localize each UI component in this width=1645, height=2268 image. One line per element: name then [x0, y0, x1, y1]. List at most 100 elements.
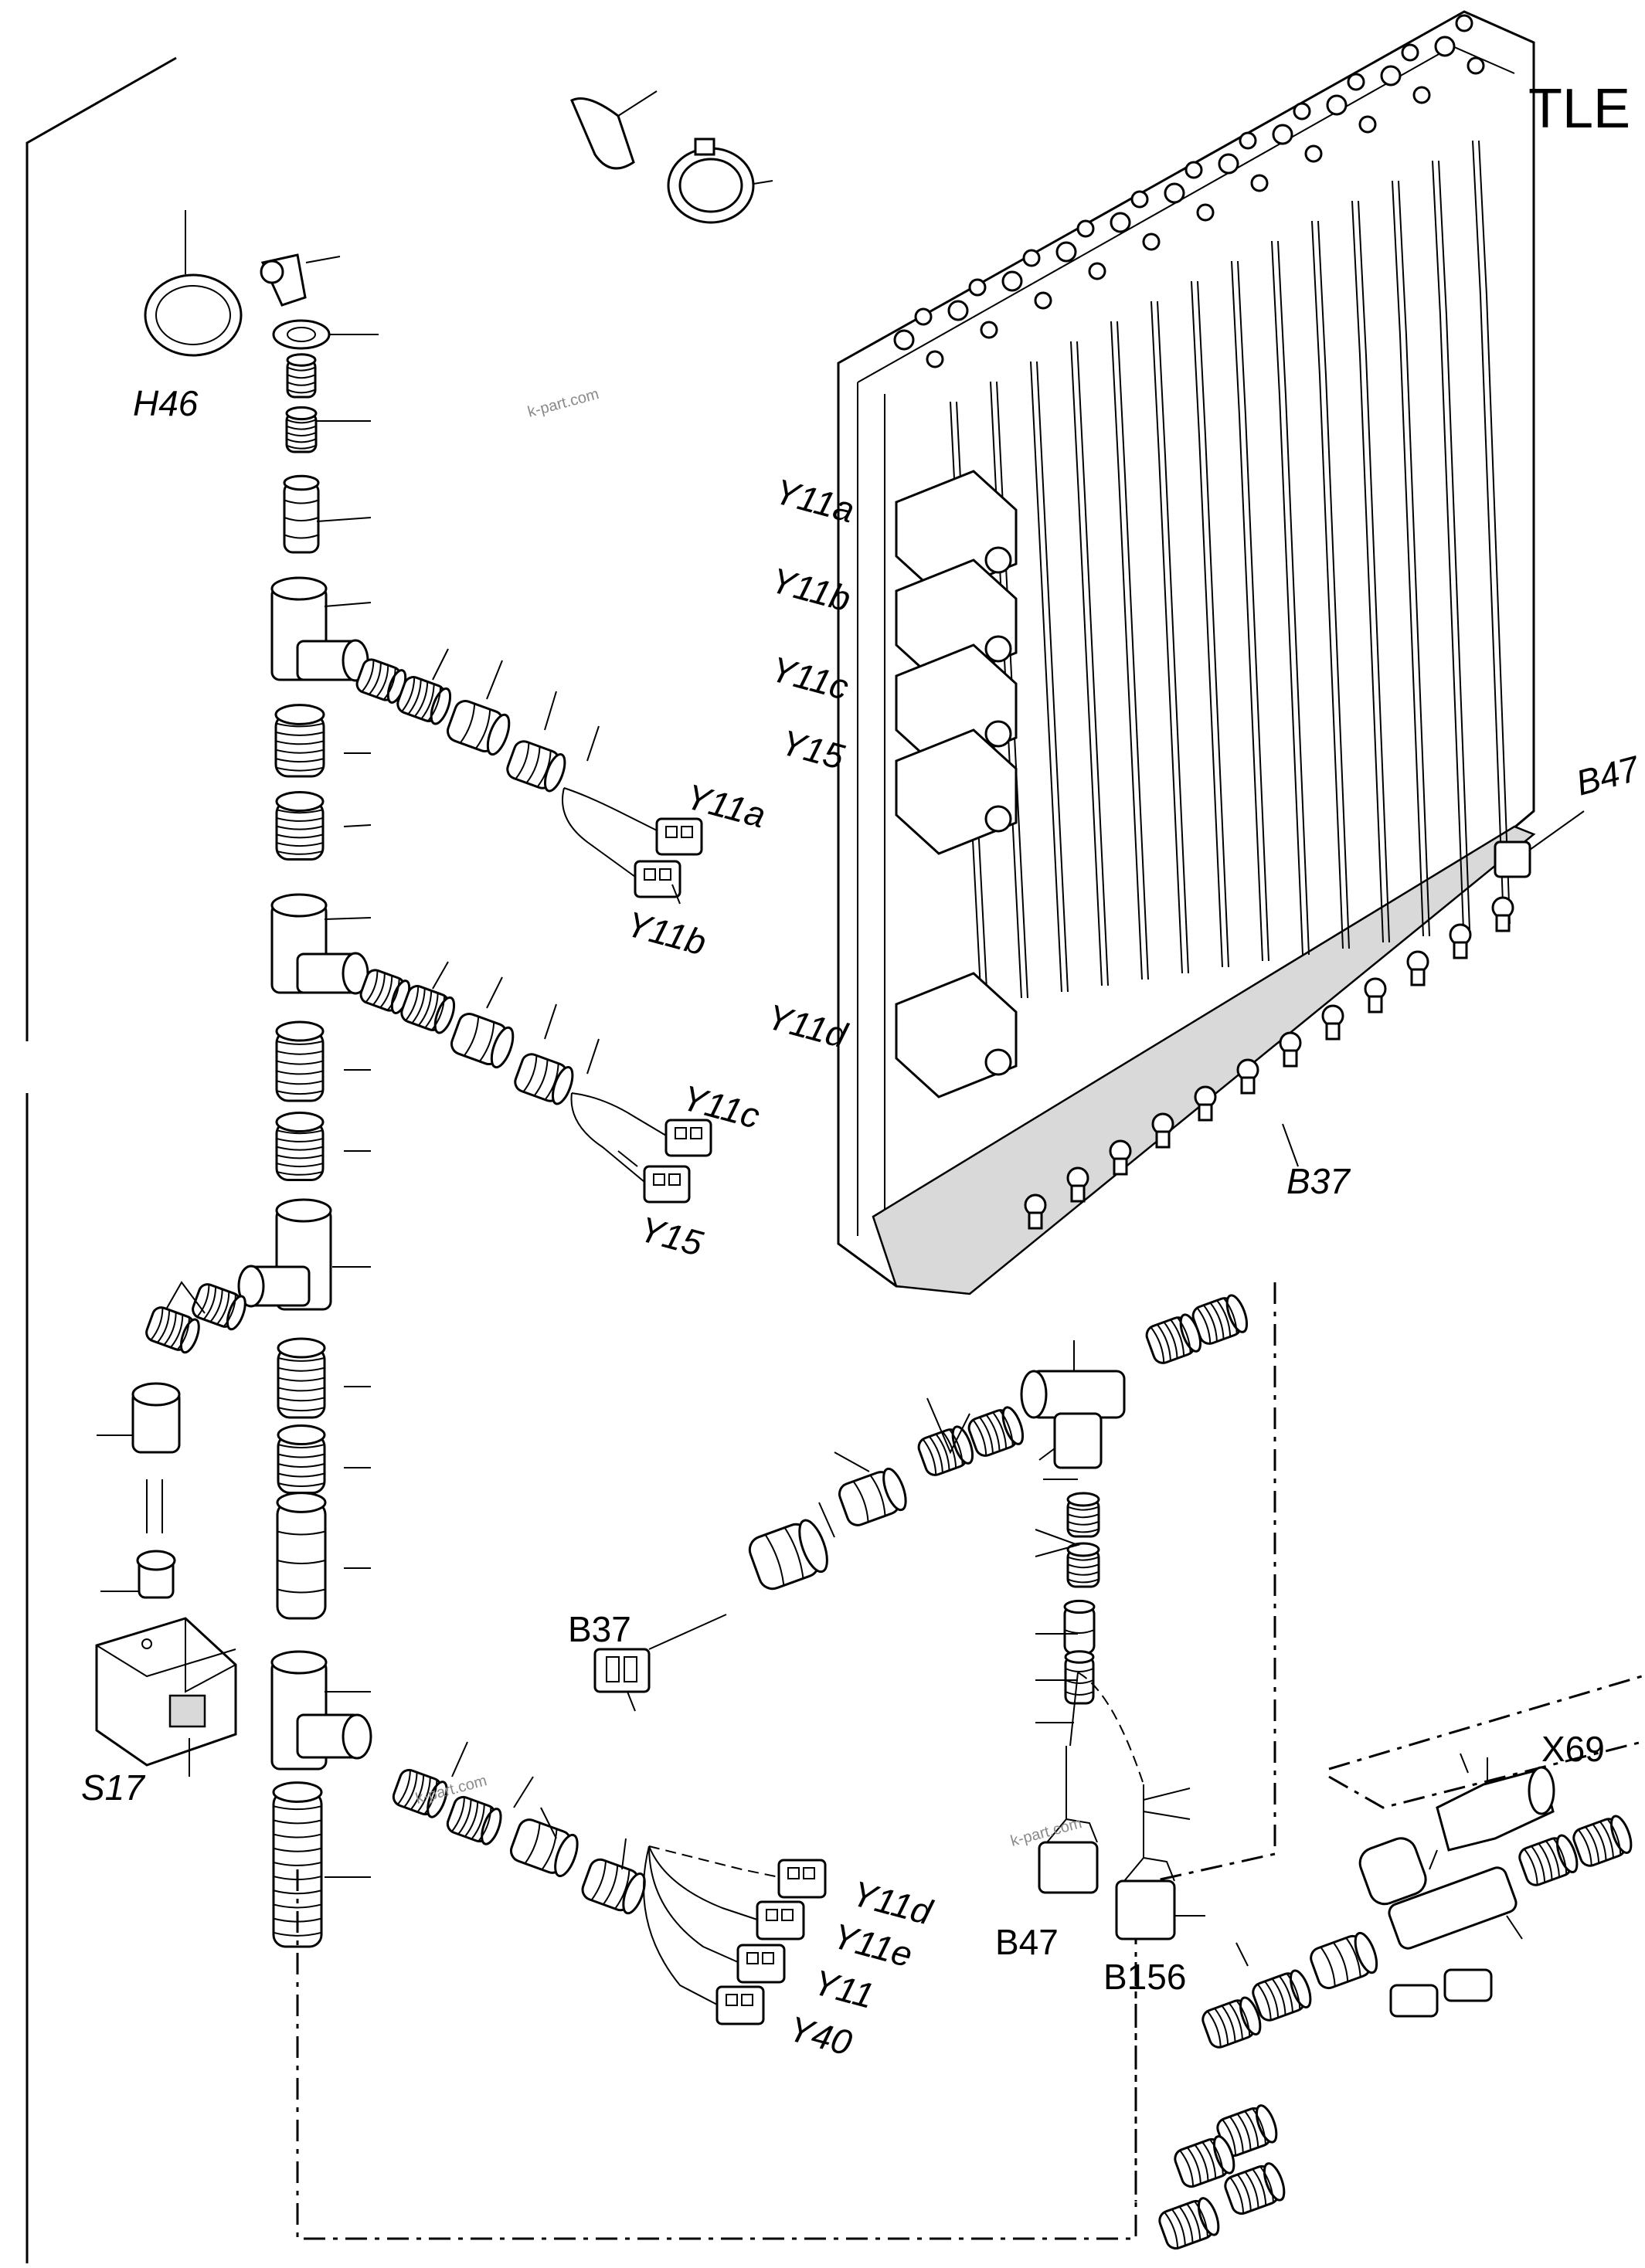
conduit-sleeve: [446, 699, 511, 756]
tee-junction-1: [270, 576, 369, 682]
conduit-sleeve: [1310, 1931, 1378, 1990]
conduit-sleeve: [275, 1020, 325, 1102]
conduit-sleeve: [748, 1519, 828, 1591]
solenoid-valve-y11b: [895, 559, 1018, 685]
conduit-sleeve: [1145, 1313, 1202, 1364]
label-b37-conn: B37: [568, 1609, 631, 1649]
label-y11-conn: Y11: [809, 1961, 878, 2016]
top-rail-fittings: [893, 14, 1485, 368]
conduit-sleeve: [286, 353, 317, 399]
conduit-sleeve: [1158, 2197, 1220, 2250]
conduit-sleeve: [275, 791, 325, 861]
y11d-connector: [777, 1859, 827, 1899]
label-s17: S17: [81, 1767, 145, 1808]
conduit-sleeve: [400, 985, 456, 1034]
b156-sensor: [1115, 1784, 1205, 1940]
conduit-sleeve: [838, 1467, 907, 1526]
label-b47-panel: B47: [1572, 748, 1644, 803]
conduit-sleeve: [145, 1306, 200, 1354]
conduit-sleeve: [192, 1283, 246, 1331]
label-y11b-conn: Y11b: [622, 903, 710, 963]
conduit-sleeve: [277, 1337, 326, 1419]
conduit-sleeve: [396, 676, 452, 725]
conduit-sleeve: [277, 1424, 326, 1494]
x69-sleeve: [1358, 1837, 1427, 1906]
conduit-sleeve: [509, 1818, 579, 1878]
label-b47-conn: B47: [995, 1922, 1059, 1962]
tee-junction-3: [237, 1198, 332, 1311]
conduit-sleeve: [514, 1053, 574, 1105]
conduit-sleeve: [581, 1858, 646, 1915]
branch-1-fittings: [355, 658, 566, 793]
x69-connector: [1436, 1757, 1555, 1852]
branch-3-fittings: [392, 1768, 646, 1915]
valve-panel-assembly: [837, 10, 1585, 1295]
s17-cable-gland: [97, 1382, 181, 1599]
y15-connector: [643, 1165, 691, 1204]
y11-connector: [736, 1944, 786, 1984]
solenoid-valve-y15: [895, 728, 1018, 855]
conduit-sleeve: [359, 969, 411, 1014]
y11b-connector: [634, 860, 681, 898]
y40-connector: [715, 1985, 765, 2025]
conduit-sleeve: [285, 406, 318, 453]
conduit-sleeve: [1224, 2162, 1286, 2215]
b37-branch-fittings: [748, 1294, 1249, 1705]
conduit-sleeve: [276, 1492, 327, 1620]
conduit-sleeve: [392, 1768, 448, 1818]
solenoid-valve-y11d: [895, 972, 1018, 1098]
conduit-sleeve: [1063, 1599, 1096, 1655]
conduit-sleeve: [1066, 1492, 1100, 1538]
conduit-sleeve: [1572, 1815, 1633, 1867]
watermark: k-part.com: [526, 385, 601, 421]
conduit-sleeve: [1518, 1834, 1579, 1886]
branch-2-fittings: [359, 969, 574, 1105]
conduit-sleeve: [917, 1425, 974, 1476]
nut-washer: [272, 319, 379, 350]
s17-branch-fittings: [145, 1281, 246, 1354]
conduit-sleeve: [275, 1112, 325, 1181]
y11e-connector: [756, 1900, 805, 1940]
conduit-sleeve: [506, 740, 566, 793]
leader-lines: [316, 420, 1523, 1967]
conduit-sleeve: [355, 658, 407, 704]
conduit-sleeve: [967, 1406, 1025, 1457]
conduit-sleeve: [1174, 2135, 1235, 2188]
cable-tape: [570, 90, 658, 170]
elbow-fitting: [260, 253, 341, 307]
label-h46: H46: [133, 383, 199, 423]
panel-sensor-b47: [1494, 810, 1585, 878]
page-frame: [25, 56, 177, 2263]
conduit-sleeve: [1252, 1969, 1312, 2022]
header-code: TLE: [1528, 78, 1630, 140]
s17-switch: [95, 1617, 237, 1777]
b47-sensor: [1038, 1746, 1099, 1894]
label-x69-conn: X69: [1541, 1729, 1605, 1769]
h46-lamp: [144, 210, 243, 357]
bottom-manifold-fittings: [1024, 896, 1514, 1230]
conduit-sleeve: [1191, 1294, 1249, 1345]
label-b156-conn: B156: [1103, 1957, 1186, 1997]
right-tee-junction: [1020, 1340, 1126, 1469]
y11c-connector: [664, 1119, 712, 1157]
conduit-sleeve: [274, 704, 325, 778]
label-y15-conn: Y15: [635, 1208, 707, 1264]
tee-junction-2: [270, 893, 369, 995]
conduit-sleeve: [283, 474, 320, 554]
conduit-sleeve: [1064, 1650, 1095, 1705]
tee-junction-4: [270, 1650, 372, 1771]
conduit-sleeve: [450, 1012, 515, 1069]
label-y40-conn: Y40: [784, 2008, 856, 2063]
y11a-connector: [655, 817, 703, 856]
label-b37-panel: B37: [1286, 1161, 1351, 1201]
vertical-conduit-chain: [272, 353, 327, 1948]
solenoid-valve-y11a: [895, 470, 1018, 596]
b37-sensor: [593, 1614, 727, 1712]
bottom-right-fittings: [1158, 1815, 1633, 2250]
routing-dashed-lines: [296, 1282, 1643, 2240]
conduit-sleeve: [1066, 1542, 1100, 1588]
conduit-sleeve: [1201, 1996, 1262, 2049]
cable-tie: [667, 138, 773, 224]
conduit-sleeve: [446, 1795, 502, 1845]
